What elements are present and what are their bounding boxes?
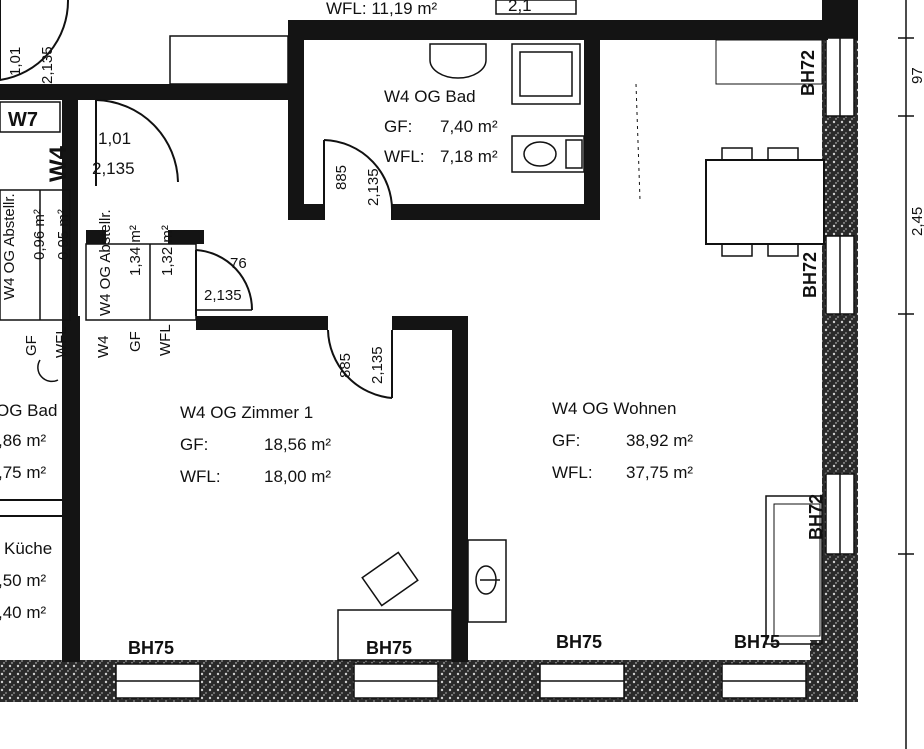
storage-wfl-label: WFL: [157, 324, 174, 356]
entry-door-width: 1,01: [98, 129, 131, 148]
storage-gf-value: 1,34 m²: [127, 225, 144, 276]
left-storage-gf-label: GF: [23, 335, 40, 356]
room1-door-width: 885: [337, 353, 354, 378]
left-bath-wfl-value: ,75 m²: [0, 463, 47, 482]
living-wfl-value: 37,75 m²: [626, 463, 693, 482]
bath-door: [323, 139, 394, 220]
entry-door-tag: W7: [8, 109, 38, 131]
bh72-top: BH72: [798, 50, 818, 96]
dining-table: [705, 147, 825, 257]
left-storage-name: W4 OG Abstellr.: [1, 193, 18, 300]
storage-w4-prefix: W4: [95, 336, 112, 359]
bh-room1-right: BH75: [366, 638, 412, 658]
room1-wfl-value: 18,00 m²: [264, 467, 331, 486]
room1-gf-label: GF:: [180, 435, 208, 454]
kitchen-counter: [635, 39, 823, 201]
bh-room1-left: BH75: [128, 638, 174, 658]
sofa: [765, 495, 823, 645]
bottom-wall-windows: [115, 663, 807, 699]
top-left-door-height: 2,135: [39, 46, 56, 84]
storage-wfl-value: 1,32 m²: [159, 225, 176, 276]
bh-living-1: BH75: [556, 632, 602, 652]
entry-unit-label: W4: [45, 145, 72, 182]
bath-wfl-label: WFL:: [384, 147, 425, 166]
bh72-low: BH72: [806, 494, 826, 540]
bath-wfl-value: 7,18 m²: [440, 147, 498, 166]
top-room-wfl: WFL: 11,19 m²: [326, 0, 437, 18]
living-gf-value: 38,92 m²: [626, 431, 693, 450]
top-left-door-width: 1,01: [7, 47, 24, 76]
bh-living-2: BH75: [734, 632, 780, 652]
left-bath-name: OG Bad: [0, 401, 57, 420]
entry-door-height: 2,135: [92, 159, 135, 178]
room1-door: [327, 329, 393, 399]
right-wall-windows: [825, 37, 855, 555]
kitchen-gf-value: ,50 m²: [0, 571, 47, 590]
left-storage-gf-value: 0,96 m²: [31, 209, 48, 260]
right-dim-top: 97: [909, 67, 924, 84]
kitchen-wfl-value: ,40 m²: [0, 603, 47, 622]
desk-chair: [337, 551, 453, 661]
top-partial-dim: 2,1: [508, 0, 532, 15]
bath-fixtures: [429, 43, 585, 173]
storage-name: W4 OG Abstellr.: [97, 209, 114, 316]
bath-door-height: 2,135: [365, 168, 382, 206]
bath-name: W4 OG Bad: [384, 87, 476, 106]
room1-door-height: 2,135: [369, 346, 386, 384]
storage-partitions: [0, 189, 197, 321]
living-gf-label: GF:: [552, 431, 580, 450]
kitchen-name: Küche: [4, 539, 52, 558]
room1-name: W4 OG Zimmer 1: [180, 403, 313, 422]
top-left-door: [0, 0, 70, 82]
bath-door-width: 885: [333, 165, 350, 190]
living-name: W4 OG Wohnen: [552, 399, 676, 418]
left-storage-wfl-value: 0,95 m²: [55, 209, 72, 260]
room1-gf-value: 18,56 m²: [264, 435, 331, 454]
left-bath-gf-value: ,86 m²: [0, 431, 47, 450]
bath-gf-value: 7,40 m²: [440, 117, 498, 136]
top-left-wall: [0, 35, 289, 100]
storage-door-width: 76: [230, 255, 247, 272]
tv-unit: [467, 539, 507, 623]
room1-wfl-label: WFL:: [180, 467, 221, 486]
storage-gf-label: GF: [127, 331, 144, 352]
bh72-mid: BH72: [800, 252, 820, 298]
living-wfl-label: WFL:: [552, 463, 593, 482]
right-dimension-line: [898, 0, 914, 749]
bath-gf-label: GF:: [384, 117, 412, 136]
left-storage-wfl-label: WFL: [53, 326, 70, 358]
left-room-lines: [0, 359, 62, 517]
storage-door-height: 2,135: [204, 287, 242, 304]
right-dim-mid: 2,45: [909, 207, 924, 236]
entry-door-w7: [95, 99, 179, 186]
